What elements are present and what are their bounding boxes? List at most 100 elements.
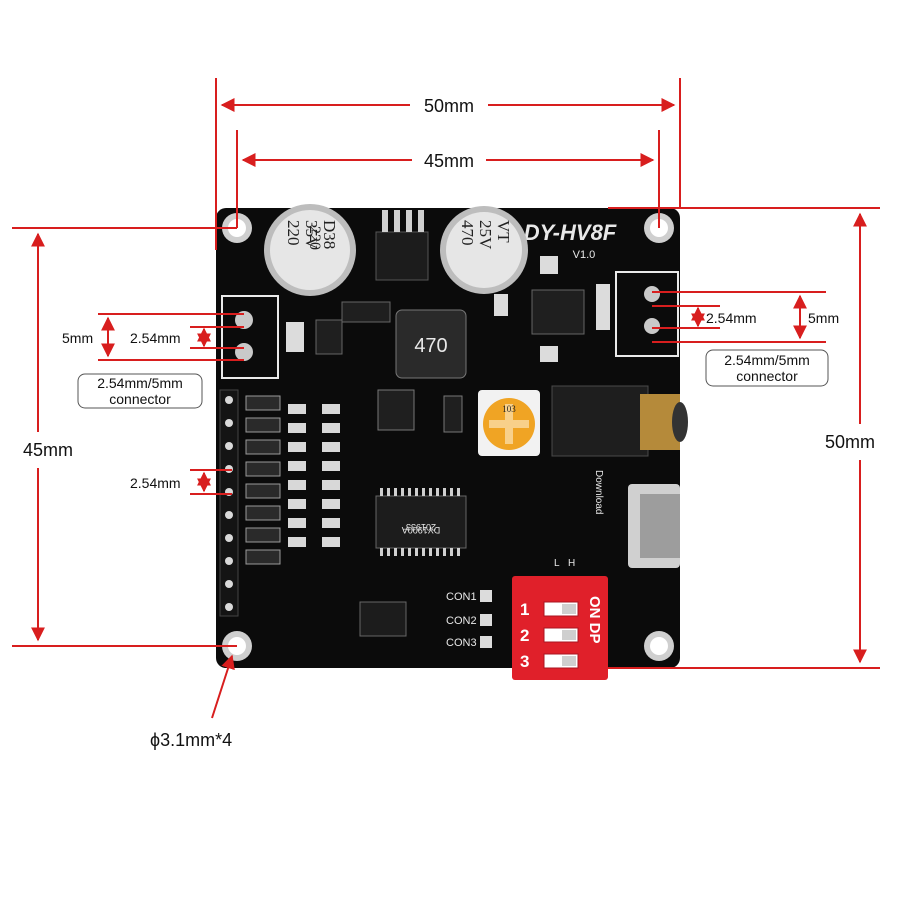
svg-text:220 35V D38: 220 35V D38	[284, 220, 339, 253]
hole-pointer-arrow	[211, 654, 235, 719]
dim-left-pitch-small: 2.54mm	[130, 330, 181, 346]
diode	[245, 527, 281, 543]
cap-right-line3: VT	[494, 220, 513, 243]
resistor	[288, 480, 306, 490]
smd-part	[540, 346, 558, 362]
svg-text:220: 220	[306, 226, 323, 250]
dip-number: 3	[520, 652, 529, 671]
header-pin	[225, 442, 233, 450]
main-chip: 201933 DY1900A	[375, 488, 467, 556]
resistor	[322, 518, 340, 528]
callout-right-line2: connector	[736, 368, 798, 384]
smd-part	[377, 389, 415, 431]
dimension-annotations: 50mm 45mm 45mm 50mm 5mm 2.54mm 2.54mm/5m…	[12, 78, 880, 750]
trimmer-potentiometer: 103	[478, 390, 540, 456]
dim-left-pitch-large: 5mm	[62, 330, 93, 346]
diode-column	[245, 395, 281, 565]
capacitor-left: 220 220 35V D38	[264, 204, 356, 296]
header-pin	[225, 557, 233, 565]
chip-date: 201933	[406, 522, 436, 532]
diode	[245, 461, 281, 477]
chip-marking: DY1900A	[402, 525, 441, 535]
cap-left-line2: 35V	[302, 220, 321, 250]
con-label-2: CON2	[446, 615, 477, 627]
header-pin	[225, 580, 233, 588]
smd-part	[443, 395, 463, 433]
dim-width-holes: 45mm	[424, 151, 474, 171]
callout-connector-right	[705, 349, 829, 387]
header-pin	[225, 419, 233, 427]
dip-number: 2	[520, 626, 529, 645]
audio-jack	[551, 385, 688, 457]
regulator-ic	[375, 210, 429, 281]
jumper-pad	[480, 614, 492, 626]
con-label-3: CON3	[446, 637, 477, 649]
dim-header-pitch: 2.54mm	[130, 475, 181, 491]
board-version: V1.0	[573, 249, 596, 261]
dip-title: ON DP	[586, 596, 603, 644]
header-pin	[225, 511, 233, 519]
resistor-column	[288, 404, 340, 547]
smd-part	[596, 284, 610, 330]
dim-hole: ϕ3.1mm*4	[150, 730, 232, 750]
inductor-marking: 470	[414, 335, 447, 357]
callout-left-line1: 2.54mm/5mm	[97, 375, 183, 391]
smd-ic	[531, 289, 585, 335]
cap-left-line3: D38	[320, 220, 339, 249]
resistor	[322, 461, 340, 471]
callout-left-line2: connector	[109, 391, 171, 407]
dip-switch: ON DP 123	[512, 576, 608, 680]
resistor	[288, 537, 306, 547]
header-pin	[225, 396, 233, 404]
inductor: 470	[395, 309, 467, 379]
smd-part	[315, 319, 343, 355]
resistor	[322, 537, 340, 547]
header-pin	[225, 603, 233, 611]
diode	[245, 417, 281, 433]
cap-right-line2: 25V	[476, 220, 495, 250]
smd-part	[286, 322, 304, 352]
callout-right-line1: 2.54mm/5mm	[724, 352, 810, 368]
pin-header	[219, 389, 239, 617]
svg-text:470 25V VT: 470 25V VT	[458, 220, 513, 253]
resistor	[288, 404, 306, 414]
trimmer-marking: 103	[502, 404, 516, 414]
smd-part	[494, 294, 508, 316]
mounting-hole-br	[644, 631, 674, 661]
smd-part	[540, 256, 558, 274]
resistor	[288, 442, 306, 452]
connector-right	[615, 271, 679, 357]
con-label-1: CON1	[446, 591, 477, 603]
cap-right-line1: 470	[458, 220, 477, 246]
board-name: DY-HV8F	[524, 220, 617, 245]
diode	[245, 439, 281, 455]
resistor	[322, 499, 340, 509]
diode	[245, 395, 281, 411]
jumper-pad	[480, 590, 492, 602]
switch-label-l: L	[554, 558, 560, 569]
diode	[245, 483, 281, 499]
dim-width-outer: 50mm	[424, 96, 474, 116]
usb-port	[628, 484, 680, 568]
flash-chip	[359, 601, 407, 637]
diode	[245, 549, 281, 565]
resistor	[288, 518, 306, 528]
diode	[245, 505, 281, 521]
resistor	[288, 423, 306, 433]
resistor	[288, 499, 306, 509]
capacitor-right: 470 25V VT	[440, 206, 528, 294]
resistor	[322, 480, 340, 490]
resistor	[288, 461, 306, 471]
pcb-board: DY-HV8F V1.0 220 220 35V D38 470 25V VT	[216, 204, 688, 680]
resistor	[322, 423, 340, 433]
smd-part	[341, 301, 391, 323]
dim-right-pitch-small: 2.54mm	[706, 310, 757, 326]
resistor	[322, 442, 340, 452]
dim-right-pitch-large: 5mm	[808, 310, 839, 326]
callout-connector-left	[77, 373, 203, 409]
jumper-pad	[480, 636, 492, 648]
header-pin	[225, 534, 233, 542]
dim-height-right: 50mm	[825, 432, 875, 452]
resistor	[322, 404, 340, 414]
